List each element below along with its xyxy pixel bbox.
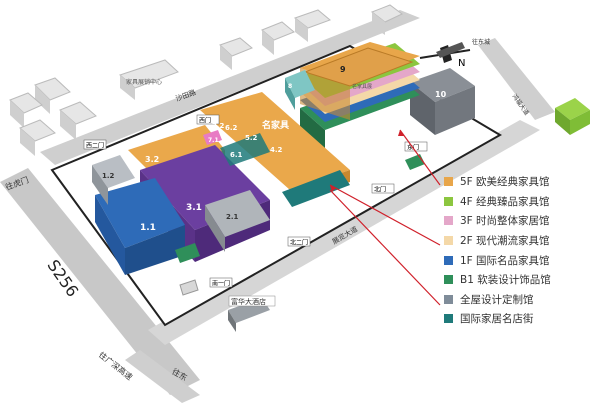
- road-guangshen: [125, 350, 200, 403]
- legend-item: 1F 国际名品家具馆: [444, 250, 600, 270]
- hall-8: [285, 70, 315, 110]
- legend-swatch: [444, 275, 453, 285]
- legend-swatch: [444, 196, 453, 206]
- legend-swatch: [444, 216, 453, 226]
- road-label-east-top: 往东城: [472, 38, 490, 46]
- road-top: [40, 10, 420, 165]
- hall-label-5-2: 5.2: [245, 134, 258, 142]
- hall-7-1: [203, 130, 222, 145]
- legend-swatch: [444, 236, 453, 246]
- hall-label-7-2: 7.2: [212, 122, 225, 130]
- main-building-brand: 名家具: [262, 119, 289, 131]
- hall-label-1-2: 1.2: [102, 172, 115, 180]
- legend-label: 2F 现代潮流家具馆: [460, 235, 550, 248]
- street-bar: [282, 170, 350, 207]
- legend-label: 国际家居名店街: [460, 313, 534, 326]
- gate-north2-label: 北二门: [290, 239, 308, 247]
- legend-label: 全屋设计定制馆: [460, 293, 534, 306]
- legend-label: 4F 经典臻品家具馆: [460, 195, 550, 208]
- hall-label-3-2: 3.2: [145, 155, 159, 164]
- legend-label: 1F 国际名品家具馆: [460, 254, 550, 267]
- hall-label-3-1: 3.1: [186, 203, 202, 213]
- hall-1-2: [92, 155, 135, 205]
- road-s256: [0, 168, 200, 395]
- legend-label: 5F 欧美经典家具馆: [460, 176, 550, 189]
- compass: N: [419, 42, 471, 69]
- surrounding-buildings: [9, 4, 403, 156]
- gate-south-label: 南一门: [212, 280, 230, 288]
- hall-label-9: 9: [340, 65, 346, 74]
- top-left-building-label: 家具展销中心: [126, 78, 162, 86]
- legend-pointers: [329, 129, 441, 306]
- hall-label-4-2: 4.2: [270, 146, 283, 154]
- legend-item: B1 软装设计饰品馆: [444, 270, 600, 290]
- hall-label-6-2: 6.2: [225, 124, 238, 132]
- legend-swatch: [444, 255, 453, 265]
- road-label-guangshen: 往广深高速: [97, 349, 135, 382]
- hall-label-7-1: 7.1: [208, 137, 219, 144]
- hall-9-brand: 名家具展: [352, 83, 372, 90]
- hall-labels: 9 10 8 7.1 7.2 6.1 6.2 5.1 5.2 4.1 4.2 3…: [102, 65, 447, 233]
- gate-north-label: 北门: [374, 186, 386, 194]
- green-building: [555, 98, 590, 135]
- hall-label-5-1: 5.1: [244, 163, 257, 171]
- hall-label-10: 10: [435, 90, 447, 99]
- legend-item: 3F 时尚整体家居馆: [444, 211, 600, 231]
- legend: 5F 欧美经典家具馆 4F 经典臻品家具馆 3F 时尚整体家居馆 2F 现代潮流家具馆…: [444, 172, 600, 329]
- compass-north-label: N: [458, 58, 465, 69]
- legend-item: 国际家居名店街: [444, 309, 600, 329]
- legend-item: 5F 欧美经典家具馆: [444, 172, 600, 192]
- hall-label-1-1: 1.1: [140, 223, 156, 233]
- roads: [0, 10, 555, 403]
- road-right: [478, 38, 555, 120]
- hall-label-8: 8: [288, 83, 292, 90]
- legend-label: 3F 时尚整体家居馆: [460, 215, 550, 228]
- hotel-label: 富华大酒店: [231, 297, 266, 306]
- hall-label-6-1: 6.1: [230, 151, 243, 159]
- hall-label-4-1: 4.1: [268, 182, 281, 190]
- pointer-arrow-1: [398, 130, 404, 136]
- legend-swatch: [444, 177, 453, 187]
- gate-west-label: 西门: [199, 117, 211, 125]
- gate-west2-label: 西二门: [86, 142, 104, 150]
- hall-1-1: [95, 178, 185, 275]
- legend-item: 全屋设计定制馆: [444, 290, 600, 310]
- legend-item: 4F 经典臻品家具馆: [444, 192, 600, 212]
- legend-swatch: [444, 314, 453, 324]
- pointer-arrow-2: [330, 185, 336, 192]
- legend-swatch: [444, 294, 453, 304]
- hall-9-stack: [300, 42, 420, 158]
- legend-item: 2F 现代潮流家具馆: [444, 231, 600, 251]
- hall-label-2-1: 2.1: [226, 213, 239, 221]
- road-bottom: [148, 120, 540, 345]
- legend-label: B1 软装设计饰品馆: [460, 274, 551, 287]
- hall-6-1: [220, 133, 270, 166]
- hall-2-1: [205, 190, 270, 252]
